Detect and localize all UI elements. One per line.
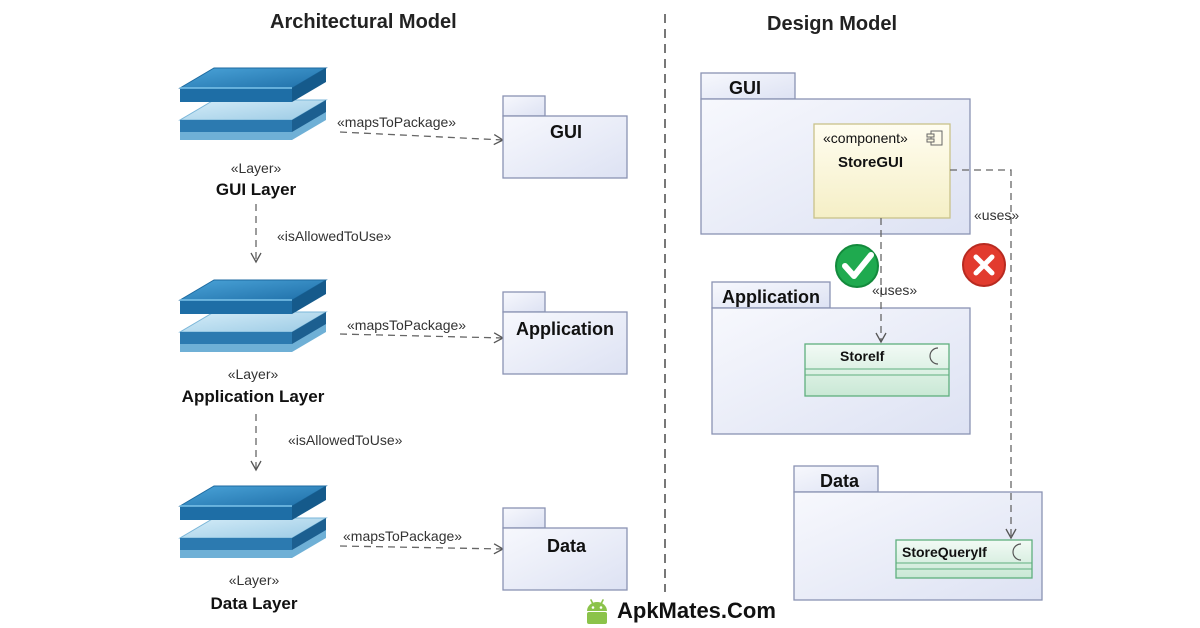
interface-storeif (804, 343, 950, 397)
maps-label-application: «mapsToPackage» (347, 317, 467, 333)
application-layer-stereotype: «Layer» (227, 366, 279, 382)
watermark: ApkMates.Com (583, 596, 776, 626)
cross-icon (962, 243, 1006, 287)
interface-storequeryif-name: StoreQueryIf (902, 544, 987, 560)
check-icon (835, 244, 879, 288)
interface-socket-icon (929, 347, 939, 365)
package-application-right-label: Application (722, 287, 820, 307)
maps-arrow-gui (339, 131, 505, 146)
package-data-left-label: Data (547, 536, 587, 556)
allowed-label-1: «isAllowedToUse» (277, 228, 392, 244)
component-name: StoreGUI (838, 154, 904, 171)
maps-label-data: «mapsToPackage» (343, 528, 463, 544)
interface-socket-icon (1012, 543, 1022, 561)
uses-label-allowed: «uses» (872, 282, 918, 298)
application-layer-name: Application Layer (181, 387, 325, 406)
data-layer-stereotype: «Layer» (228, 572, 280, 588)
design-model-title: Design Model (767, 13, 898, 35)
package-gui-left-label: GUI (550, 122, 583, 142)
architectural-model-title: Architectural Model (270, 11, 457, 33)
component-icon (926, 130, 943, 146)
package-application-left (502, 291, 628, 375)
allowed-label-2: «isAllowedToUse» (288, 432, 403, 448)
maps-arrow-application (339, 332, 505, 344)
package-data-right-label: Data (820, 471, 860, 491)
component-stereotype: «component» (823, 130, 908, 146)
gui-layer-name: GUI Layer (215, 180, 297, 199)
gui-layer-icon (179, 67, 327, 141)
package-application-left-label: Application (516, 319, 614, 339)
data-layer-name: Data Layer (210, 594, 298, 613)
package-data-left (502, 507, 628, 591)
data-layer-icon (179, 485, 327, 559)
component-storegui (813, 123, 951, 219)
interface-storequeryif (895, 539, 1033, 579)
uses-label-forbidden: «uses» (974, 207, 1020, 223)
uses-arrow-forbidden (950, 169, 1017, 540)
interface-storeif-name: StoreIf (840, 348, 885, 364)
android-icon (587, 599, 607, 624)
application-layer-icon (179, 279, 327, 353)
maps-label-gui: «mapsToPackage» (337, 114, 457, 130)
package-gui-right-label: GUI (729, 78, 762, 98)
watermark-text: ApkMates.Com (617, 598, 776, 623)
gui-layer-stereotype: «Layer» (230, 160, 282, 176)
maps-arrow-data (339, 543, 505, 555)
package-gui-left (502, 95, 628, 179)
